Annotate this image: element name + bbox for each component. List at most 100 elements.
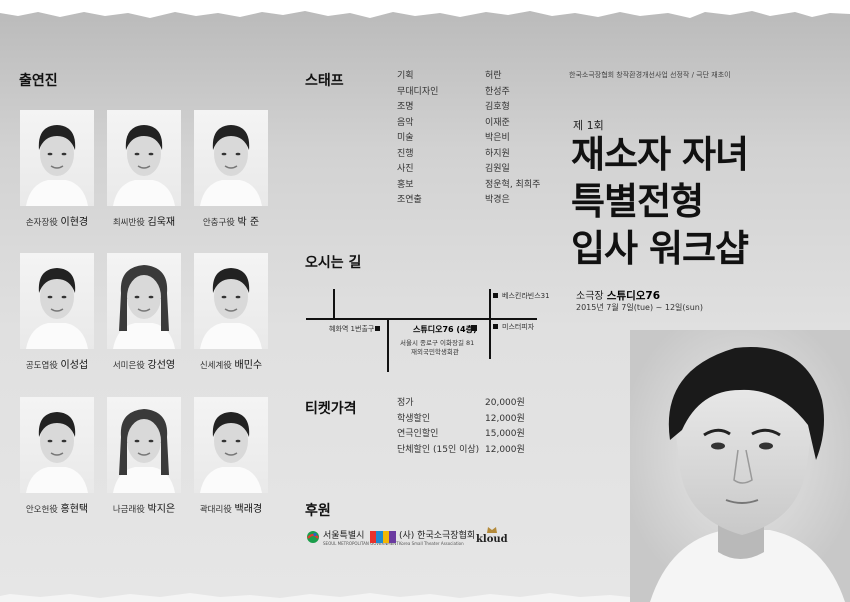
cast-card: 신세계役 배민수 <box>194 253 268 371</box>
cast-photo <box>194 110 268 206</box>
kloud-text: kloud <box>476 534 508 545</box>
cast-label: 서미은役 강선영 <box>89 356 199 371</box>
kloud-crest-icon <box>486 527 497 533</box>
landmark-marker-bottom <box>493 324 498 329</box>
ticket-row-value: 12,000원 <box>485 444 525 455</box>
cast-label: 신세계役 배민수 <box>176 356 286 371</box>
production-note: 한국소극장협회 창작환경개선사업 선정작 / 극단 재초이 <box>569 71 731 79</box>
ticket-row-key: 단체할인 (15인 이상) <box>397 444 480 455</box>
cast-label: 최씨반役 김욱재 <box>89 213 199 228</box>
staff-row-value: 한성주 <box>485 86 510 97</box>
cast-role: 공도엽役 <box>25 361 61 371</box>
directions-section-title: 오시는 길 <box>305 255 362 271</box>
cast-photo <box>107 397 181 493</box>
ticket-row: 학생할인 12,000원 <box>397 410 525 426</box>
cast-role: 안충구役 <box>202 218 238 228</box>
staff-row: 기획 허란 <box>397 67 540 83</box>
venue-prefix: 소극장 <box>576 291 604 302</box>
directions-map: 베스킨라빈스31 미스터피자 혜화역 1번출구 스튜디오76 (4층) 서울시 … <box>303 285 550 375</box>
staff-row-value: 하지원 <box>485 148 510 159</box>
edition-label: 제 1회 <box>573 119 604 132</box>
map-main-road <box>306 318 537 320</box>
cast-photo <box>20 397 94 493</box>
cast-card: 손자장役 이현경 <box>20 110 94 228</box>
cast-photo <box>194 253 268 349</box>
seoul-text: 서울특별시 <box>323 531 365 541</box>
cast-photo <box>20 253 94 349</box>
staff-row-value: 허란 <box>485 71 502 82</box>
cast-card: 안충구役 박 준 <box>194 110 268 228</box>
ticket-section-title: 티켓가격 <box>305 401 357 417</box>
seoul-logo: 서울특별시 SEOUL METROPOLITAN GOVERNMENT <box>306 528 399 546</box>
station-marker <box>375 326 380 331</box>
ticket-row-key: 정가 <box>397 398 414 409</box>
ticket-row: 단체할인 (15인 이상) 12,000원 <box>397 441 525 457</box>
staff-row: 조명 김호형 <box>397 98 540 114</box>
staff-row-key: 사진 <box>397 164 414 175</box>
staff-section-title: 스태프 <box>305 73 344 89</box>
cast-label: 안충구役 박 준 <box>176 213 286 228</box>
cast-card: 나금래役 박지은 <box>107 397 181 515</box>
title-line-2: 특별전형 <box>571 180 704 223</box>
cast-card: 서미은役 강선영 <box>107 253 181 371</box>
staff-row-key: 조명 <box>397 102 414 113</box>
address-line-1: 서울시 종로구 이화장길 81 <box>400 339 475 347</box>
cast-role: 안오헌役 <box>25 505 61 515</box>
address-line-2: 재외국민학생회관 <box>411 348 459 356</box>
staff-row-value: 박은비 <box>485 133 510 144</box>
staff-row-value: 정운혁, 최희주 <box>485 179 541 190</box>
kstc-subtext: Korea Small Theater Association <box>399 541 464 546</box>
cast-name: 이성섭 <box>60 360 89 371</box>
hero-portrait <box>630 330 850 602</box>
ticket-row-key: 학생할인 <box>397 413 431 424</box>
cast-name: 박 준 <box>237 217 260 228</box>
cast-photo <box>107 253 181 349</box>
staff-row: 홍보 정운혁, 최희주 <box>397 176 540 192</box>
kloud-logo: kloud <box>476 525 508 545</box>
cast-photo <box>107 110 181 206</box>
staff-row-key: 기획 <box>397 71 414 82</box>
staff-row-key: 홍보 <box>397 179 414 190</box>
cast-label: 나금래役 박지은 <box>89 500 199 515</box>
cast-photo <box>20 110 94 206</box>
cast-card: 최씨반役 김욱재 <box>107 110 181 228</box>
torn-paper-edge-top <box>0 0 850 18</box>
cast-name: 이현경 <box>60 217 89 228</box>
cast-name: 배민수 <box>234 360 263 371</box>
staff-row: 조연출 박경은 <box>397 191 540 207</box>
staff-row-key: 조연출 <box>397 195 422 206</box>
cast-role: 서미은役 <box>112 361 148 371</box>
map-road-lower <box>387 319 389 372</box>
staff-row-value: 이재준 <box>485 117 510 128</box>
cast-label: 공도엽役 이성섭 <box>2 356 112 371</box>
ticket-row-value: 12,000원 <box>485 413 525 424</box>
cast-role: 신세계役 <box>199 361 235 371</box>
sponsor-section-title: 후원 <box>305 503 331 519</box>
venue-map-label: 스튜디오76 (4층) <box>413 325 477 334</box>
landmark-marker-top <box>493 293 498 298</box>
performance-dates: 2015년 7월 7일(tue) ~ 12일(sun) <box>576 303 703 312</box>
kstc-symbol-icon <box>370 531 396 543</box>
cast-card: 공도엽役 이성섭 <box>20 253 94 371</box>
staff-row-key: 진행 <box>397 148 414 159</box>
cast-label: 손자장役 이현경 <box>2 213 112 228</box>
staff-row: 음악 이재준 <box>397 114 540 130</box>
kstc-text: (사) 한국소극장협회 <box>399 531 476 541</box>
seoul-symbol-icon <box>307 531 319 543</box>
staff-row-value: 박경은 <box>485 195 510 206</box>
venue-marker <box>471 325 477 331</box>
cast-role: 손자장役 <box>25 218 61 228</box>
cast-photo <box>194 397 268 493</box>
staff-row-value: 김호형 <box>485 102 510 113</box>
landmark-pizza: 미스터피자 <box>502 323 535 331</box>
staff-row: 진행 하지원 <box>397 145 540 161</box>
cast-label: 곽대리役 백래경 <box>176 500 286 515</box>
staff-row-key: 음악 <box>397 117 414 128</box>
station-label: 혜화역 1번출구 <box>329 325 375 333</box>
ticket-row-value: 15,000원 <box>485 429 525 440</box>
landmark-baskin: 베스킨라빈스31 <box>502 292 550 300</box>
